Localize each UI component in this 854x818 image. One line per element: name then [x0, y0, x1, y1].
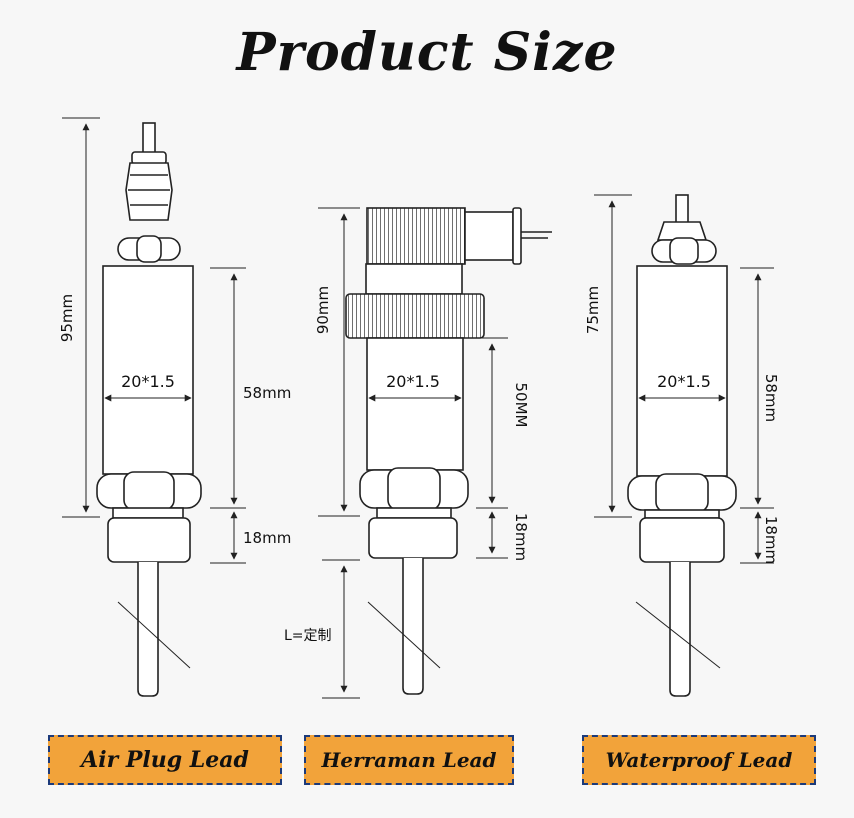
total-length-label-2: 90mm [314, 286, 332, 334]
thread-length-label-1: 18mm [243, 529, 291, 547]
body-length-label-2: 50MM [512, 383, 530, 428]
thread-length-label-2: 18mm [512, 513, 530, 561]
sensor-air-plug [96, 122, 202, 697]
total-length-label-1: 95mm [58, 294, 76, 342]
diameter-label-2: 20*1.5 [386, 372, 440, 391]
diameter-label-1: 20*1.5 [121, 372, 175, 391]
total-length-label-3: 75mm [584, 286, 602, 334]
thread-length-label-3: 18mm [762, 516, 780, 564]
badge-air-plug-lead: Air Plug Lead [48, 735, 282, 785]
probe-length-label-2: L=定制 [284, 628, 332, 644]
badge-waterproof-lead: Waterproof Lead [582, 735, 816, 785]
diameter-label-3: 20*1.5 [657, 372, 711, 391]
sensor-herraman [345, 207, 552, 695]
badge-herraman-lead: Herraman Lead [304, 735, 514, 785]
sensor-waterproof [627, 194, 737, 697]
body-length-label-1: 58mm [243, 384, 291, 402]
page-title: Product Size [236, 22, 618, 83]
body-length-label-3: 58mm [762, 374, 780, 422]
